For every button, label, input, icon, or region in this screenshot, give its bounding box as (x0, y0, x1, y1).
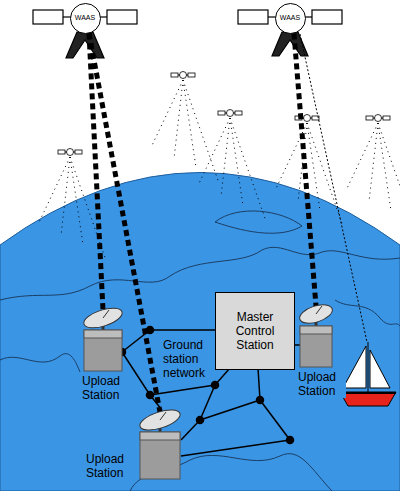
upload-station: Upload Station (82, 306, 124, 372)
land-outline (335, 300, 400, 326)
gps-satellite (171, 73, 178, 77)
gps-satellite (39, 157, 70, 222)
ground-network (258, 368, 260, 400)
signal-to-boat (300, 34, 367, 342)
station-label: Upload Station (82, 374, 130, 402)
gps-satellite (183, 80, 196, 169)
gps-satellite (347, 115, 400, 225)
station-drawing (298, 302, 334, 368)
gps-satellite (304, 115, 311, 122)
land-outline (0, 211, 400, 491)
satellite-label: WAAS (75, 14, 95, 22)
station-drawing (298, 302, 334, 327)
gps-satellite (375, 115, 382, 122)
sailboat (340, 342, 396, 406)
station-drawing (160, 412, 166, 420)
gps-satellite (366, 116, 373, 120)
gps-satellite (230, 118, 265, 219)
gps-satellite (199, 118, 230, 183)
waas-satellite-parts (272, 32, 308, 56)
station-drawing (84, 330, 122, 338)
waas-satellite-parts (66, 32, 104, 58)
gps-satellite (174, 80, 183, 157)
gps-satellite (58, 150, 65, 154)
box-label: Master Control Station (220, 310, 290, 352)
ground-network (287, 437, 294, 444)
gps-satellite (221, 118, 230, 195)
gps-satellite (218, 111, 225, 115)
gps-satellite (235, 111, 242, 115)
ground-network (212, 382, 219, 389)
station-caption: Upload Station (82, 374, 130, 402)
station-drawing (140, 432, 180, 479)
gps-satellite (347, 123, 378, 188)
gps-satellite (227, 110, 234, 117)
ground-network (200, 400, 260, 420)
gps-satellite (183, 80, 218, 181)
gps-satellite (378, 123, 391, 212)
station-drawing (82, 306, 124, 332)
land-outline (0, 247, 400, 300)
gps-satellite (70, 157, 83, 246)
gps-satellite (180, 72, 187, 79)
sailboat (370, 350, 390, 388)
ground-network (260, 400, 290, 440)
station-drawing (138, 408, 182, 434)
station-drawing (300, 326, 332, 334)
sailboat (343, 346, 366, 388)
waas-satellite: WAAS (70, 3, 101, 34)
station-caption: Upload Station (298, 370, 346, 398)
ground-network (150, 385, 215, 395)
gps-satellite (152, 80, 183, 145)
signal-beam (294, 34, 316, 307)
station-drawing (300, 326, 332, 367)
satellite-label: WAAS (280, 14, 300, 22)
ground-network (200, 385, 215, 420)
waas-satellite: WAAS (275, 3, 306, 34)
waas-satellite-parts (312, 10, 342, 24)
ground-network (197, 417, 204, 424)
ground-network (181, 440, 290, 456)
gps-satellite (369, 123, 378, 200)
sailboat (340, 392, 396, 406)
station-drawing (84, 330, 122, 371)
sailboat (340, 392, 396, 394)
gps-satellite (67, 149, 74, 156)
station-drawing (82, 306, 124, 372)
gps-satellite (383, 116, 390, 120)
waas-satellite-parts (33, 10, 63, 24)
gps-satellite (75, 150, 82, 154)
upload-station: Upload Station (138, 408, 182, 480)
gps-satellite (199, 110, 265, 220)
ground-network (150, 329, 216, 331)
station-caption: Upload Station (86, 452, 134, 480)
station-drawing (138, 408, 182, 480)
gps-satellite (230, 118, 243, 207)
sailboat (368, 342, 369, 392)
land-outline (0, 354, 80, 372)
land-outline (215, 211, 302, 233)
waas-satellite-parts (107, 10, 137, 24)
ground-network (147, 392, 154, 399)
station-label: Upload Station (298, 370, 346, 398)
gps-satellite (378, 123, 400, 224)
station-label: Upload Station (86, 452, 134, 480)
earth-surface (0, 173, 400, 491)
waas-satellite-parts (238, 10, 268, 24)
station-drawing (140, 432, 180, 440)
network-label: Ground station network (162, 338, 214, 380)
gps-satellite (188, 73, 195, 77)
control-box: Master Control Station (215, 292, 295, 370)
station-drawing (316, 306, 322, 314)
gps-satellite (307, 123, 342, 224)
gps-satellite (152, 72, 218, 182)
station-drawing (103, 310, 109, 318)
ground-network (257, 397, 264, 404)
upload-station: Upload Station (298, 302, 334, 368)
gps-satellite (61, 157, 70, 234)
